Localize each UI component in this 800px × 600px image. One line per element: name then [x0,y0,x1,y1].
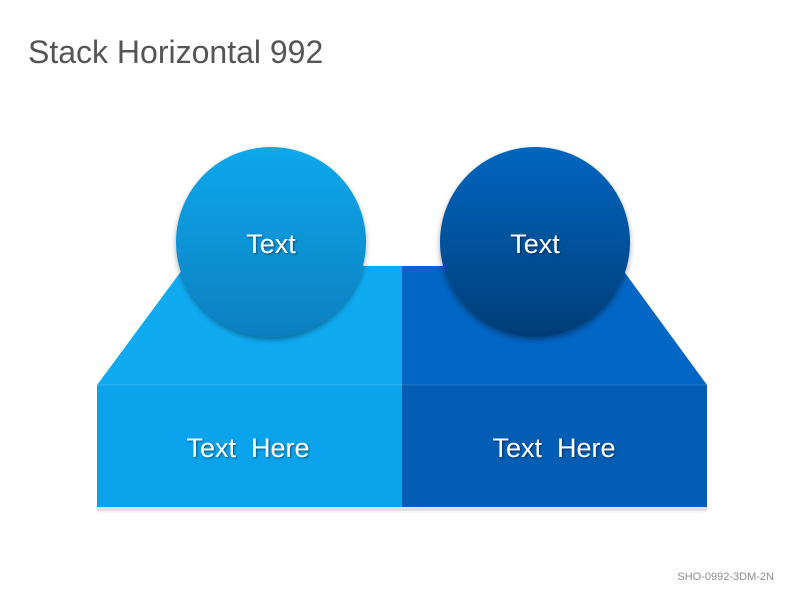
block-2-circle-label: Text [510,229,560,259]
block-2-front-label: Text Here [492,433,615,463]
slide-title: Stack Horizontal 992 [28,34,324,70]
base-shadow [97,505,707,511]
slide-code: SHO-0992-3DM-2N [677,571,774,583]
block-1-circle [176,147,366,337]
block-2-circle [440,147,630,337]
block-1-front-label: Text Here [186,433,309,463]
block-1-circle-label: Text [246,229,296,259]
block-1-front-face [97,385,402,507]
block-2-front-face [402,385,707,507]
